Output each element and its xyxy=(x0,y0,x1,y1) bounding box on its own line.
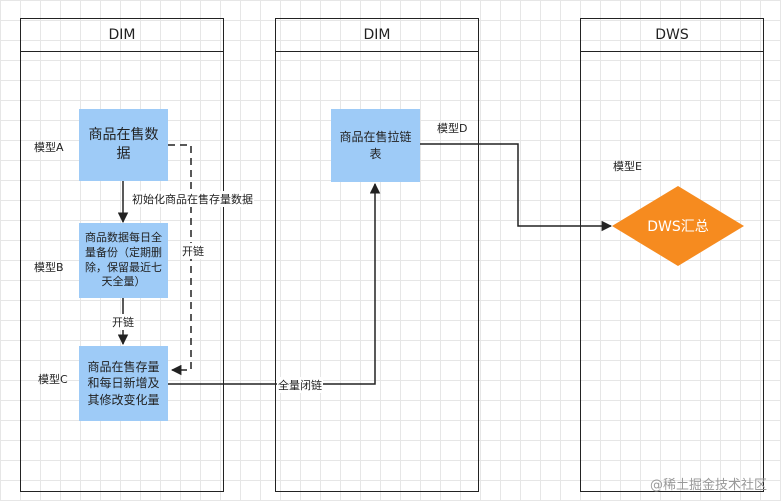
edge-label-a-to-c: 开链 xyxy=(181,243,205,259)
label-model-b: 模型B xyxy=(34,261,64,274)
edge-c-to-d xyxy=(168,182,381,385)
lane-dim-1: DIM xyxy=(20,18,224,492)
node-e-diamond xyxy=(612,186,744,266)
node-b-text: 商品数据每日全量备份（定期删除，保留最近七天全量） xyxy=(85,230,162,289)
edge-d-to-e xyxy=(420,143,613,232)
label-model-a: 模型A xyxy=(34,141,64,154)
node-d: 商品在售拉链表 xyxy=(331,109,420,182)
node-c: 商品在售存量和每日新增及其修改变化量 xyxy=(79,346,168,421)
edge-label-c-to-d: 全量闭链 xyxy=(277,377,323,393)
lane-header: DIM xyxy=(276,19,478,52)
edge-label-b-to-c: 开链 xyxy=(111,314,135,330)
node-b: 商品数据每日全量备份（定期删除，保留最近七天全量） xyxy=(79,223,168,298)
node-e-text: DWS汇总 xyxy=(647,219,709,235)
label-model-c: 模型C xyxy=(38,373,68,386)
node-a-text: 商品在售数据 xyxy=(88,127,159,162)
label-model-d: 模型D xyxy=(437,122,468,135)
node-d-text: 商品在售拉链表 xyxy=(339,130,412,161)
lane-dws: DWS xyxy=(580,18,764,492)
node-a: 商品在售数据 xyxy=(79,109,168,181)
watermark: @稀土掘金技术社区 xyxy=(649,478,767,493)
lane-header: DWS xyxy=(581,19,763,52)
label-model-e: 模型E xyxy=(613,160,642,173)
edge-label-a-to-b: 初始化商品在售存量数据 xyxy=(131,191,254,207)
node-c-text: 商品在售存量和每日新增及其修改变化量 xyxy=(87,360,160,407)
lane-dim-2: DIM xyxy=(275,18,479,492)
lane-header: DIM xyxy=(21,19,223,52)
